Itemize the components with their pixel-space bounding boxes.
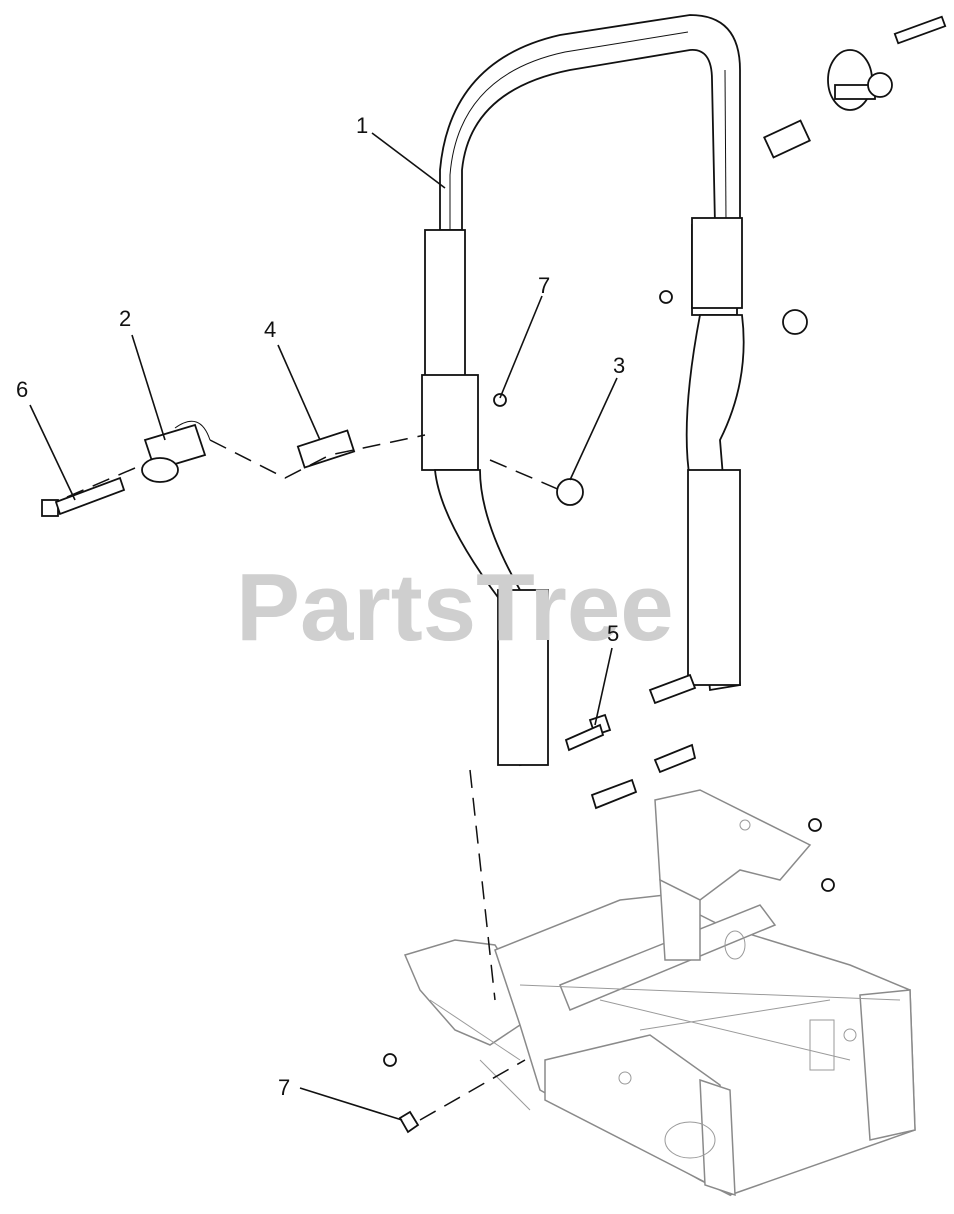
callout-2: 2	[119, 306, 131, 331]
roll-bar	[421, 14, 745, 767]
mower-frame	[403, 789, 916, 1197]
strap-left-icon	[296, 429, 356, 469]
bolt-left-icon	[41, 476, 126, 517]
nuts-frame-icon	[383, 818, 835, 1134]
nut-right-upper-icon	[659, 290, 673, 304]
callout-5: 5	[607, 621, 619, 646]
clip-7-icon	[493, 393, 507, 407]
callout-1: 1	[356, 113, 368, 138]
leader-lines	[29, 132, 618, 1121]
pin-top-right-icon	[893, 15, 947, 45]
bolts-center-icon	[564, 673, 697, 810]
callout-7-upper: 7	[538, 273, 550, 298]
knob-right-icon	[782, 309, 808, 335]
callout-7-lower: 7	[278, 1075, 290, 1100]
callout-3: 3	[613, 353, 625, 378]
callout-6: 6	[16, 377, 28, 402]
knob-center-icon	[556, 478, 584, 506]
callout-4: 4	[264, 317, 276, 342]
lynch-pin-right-icon	[827, 49, 893, 111]
strap-right-icon	[763, 119, 811, 159]
watermark-text: PartsTree	[236, 554, 674, 661]
lynch-pin-left-icon	[141, 420, 211, 483]
